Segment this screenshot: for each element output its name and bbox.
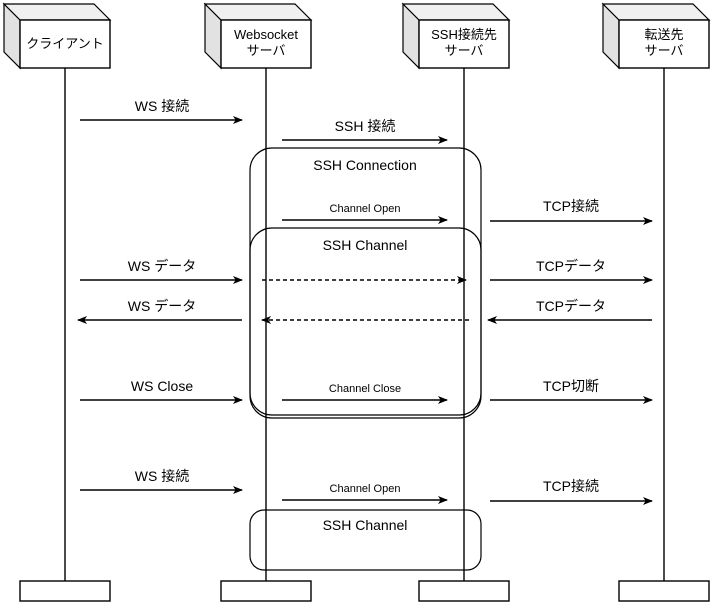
message-tcp-data-fwd[interactable]: TCPデータ [490, 258, 653, 284]
message-ws-close[interactable]: WS Close [80, 378, 243, 404]
message-ws-connect-2-label: WS 接続 [135, 468, 189, 484]
node-client-label-1: クライアント [26, 36, 103, 51]
fragment-ssh-channel-1-label: SSH Channel [323, 237, 408, 253]
message-ws-close-label: WS Close [131, 378, 193, 394]
message-channel-open-1[interactable]: Channel Open [282, 203, 448, 224]
message-channel-close[interactable]: Channel Close [282, 383, 448, 404]
node-sshserver[interactable]: SSH接続先 サーバ [401, 2, 511, 70]
message-tcp-connect-1[interactable]: TCP接続 [490, 198, 653, 225]
message-ws-connect-1-label: WS 接続 [135, 98, 189, 114]
node-sshserver-label-1: SSH接続先 [431, 27, 497, 42]
message-channel-open-1-label: Channel Open [330, 203, 401, 215]
node-fwdserver-label-2: サーバ [645, 43, 684, 58]
terminator-fwdserver [618, 580, 710, 602]
node-wsserver[interactable]: Websocket サーバ [203, 2, 313, 70]
node-sshserver-label-2: サーバ [445, 43, 484, 58]
message-tcp-data-rev[interactable]: TCPデータ [487, 298, 652, 324]
message-ws-data-fwd[interactable]: WS データ [80, 258, 243, 284]
fragment-ssh-connection-1[interactable]: SSH Connection [249, 147, 482, 419]
terminator-client [19, 580, 111, 602]
message-ssh-connect-label: SSH 接続 [335, 118, 396, 134]
message-ws-data-fwd-label: WS データ [128, 258, 196, 274]
fragment-ssh-channel-2-label: SSH Channel [323, 517, 408, 533]
message-channel-open-2-label: Channel Open [330, 483, 401, 495]
node-fwdserver[interactable]: 転送先 サーバ [601, 2, 711, 70]
node-client[interactable]: クライアント [2, 2, 112, 70]
message-channel-open-2[interactable]: Channel Open [282, 483, 448, 504]
fragment-ssh-channel-2[interactable]: SSH Channel [249, 509, 482, 571]
node-wsserver-label-1: Websocket [234, 27, 298, 42]
terminator-sshserver [418, 580, 510, 602]
fragment-ssh-channel-1[interactable]: SSH Channel [249, 227, 482, 416]
message-tcp-connect-2-label: TCP接続 [543, 478, 599, 494]
message-ssh-connect[interactable]: SSH 接続 [282, 118, 448, 144]
fragment-ssh-connection-1-label: SSH Connection [313, 157, 417, 173]
message-tcp-close-label: TCP切断 [543, 378, 599, 394]
lifelines [64, 68, 665, 581]
message-tcp-connect-1-label: TCP接続 [543, 198, 599, 214]
message-tcp-connect-2[interactable]: TCP接続 [490, 478, 653, 505]
message-ws-connect-1[interactable]: WS 接続 [80, 98, 243, 124]
message-tcp-data-fwd-label: TCPデータ [536, 258, 606, 274]
message-ws-data-rev[interactable]: WS データ [77, 298, 242, 324]
message-channel-close-label: Channel Close [329, 383, 401, 395]
message-ws-data-rev-label: WS データ [128, 298, 196, 314]
node-fwdserver-label-1: 転送先 [644, 27, 683, 42]
message-tcp-close[interactable]: TCP切断 [490, 378, 653, 404]
message-tcp-data-rev-label: TCPデータ [536, 298, 606, 314]
node-wsserver-label-2: サーバ [247, 43, 286, 58]
terminators [19, 580, 710, 602]
message-ws-connect-2[interactable]: WS 接続 [80, 468, 243, 494]
terminator-wsserver [220, 580, 312, 602]
